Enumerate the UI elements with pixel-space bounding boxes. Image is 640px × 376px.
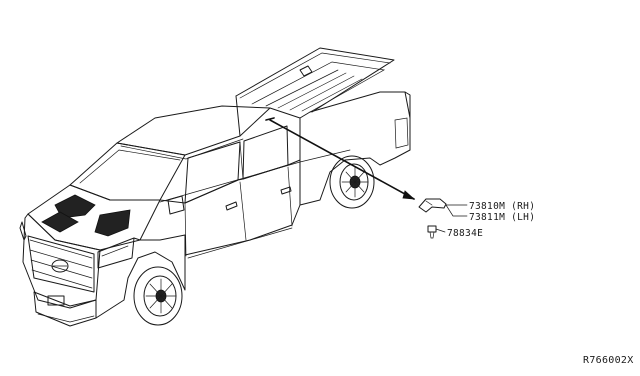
leader-line-78834e	[435, 228, 446, 233]
part-label-73811m-lh: 73811M (LH)	[469, 212, 536, 223]
bed-rail-cap-part	[418, 198, 447, 213]
leader-arrow	[269, 119, 416, 200]
part-label-78834e: 78834E	[447, 228, 484, 239]
leader-line-73811m	[445, 204, 468, 217]
pickup-truck-illustration	[19, 47, 411, 327]
clip-part	[427, 225, 437, 239]
diagram-reference-code: R766002X	[583, 355, 634, 366]
part-label-73810m-rh: 73810M (RH)	[469, 201, 536, 212]
